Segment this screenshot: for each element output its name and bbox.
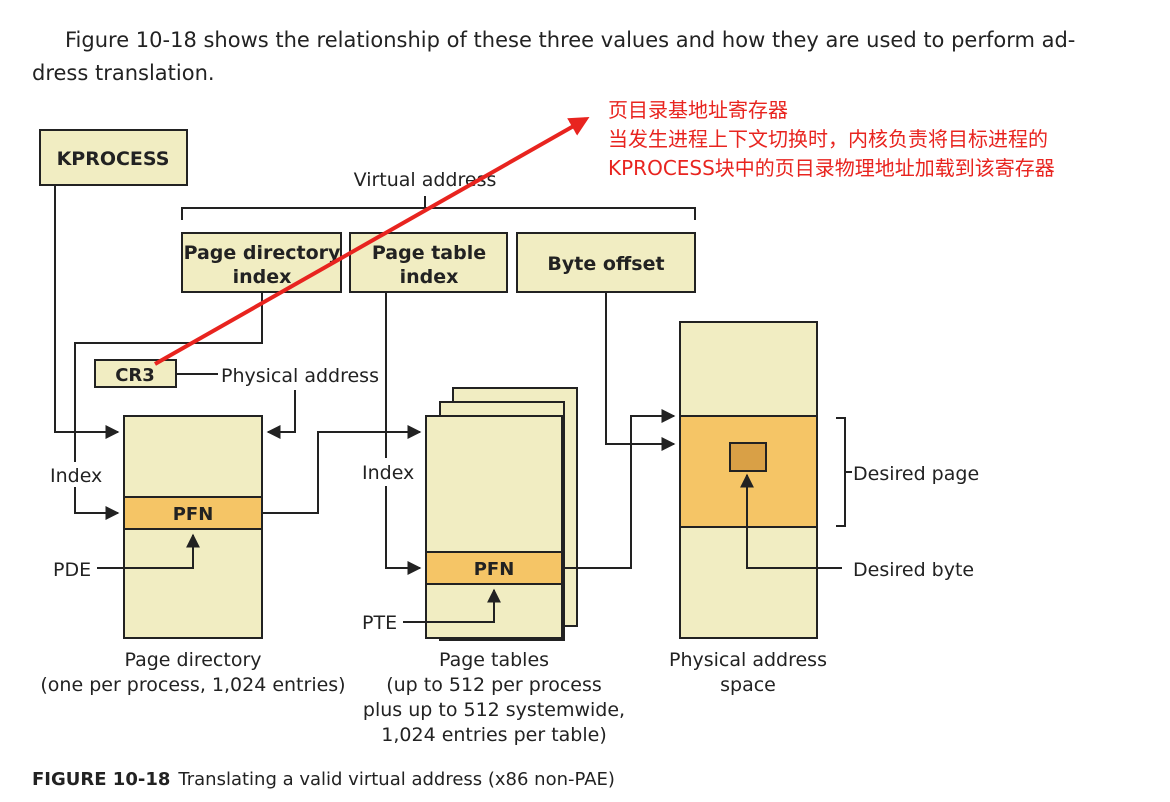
body-paragraph: Figure 10-18 shows the relationship of t…: [32, 24, 1142, 90]
pfn-table-label: PFN: [474, 559, 515, 580]
table-index-arrow: [385, 486, 422, 575]
page-directory-caption-2: (one per process, 1,024 entries): [40, 674, 345, 696]
physical-space-caption-1: Physical address: [669, 649, 827, 671]
physical-address-label: Physical address: [221, 365, 379, 387]
page-directory-index-line-1: Page directory: [184, 242, 341, 264]
figure-caption-label: FIGURE 10-18: [32, 769, 171, 790]
page-directory-caption-1: Page directory: [124, 649, 261, 671]
annotation-line-2: 当发生进程上下文切换时，内核负责将目标进程的: [608, 127, 1048, 151]
pde-label: PDE: [53, 559, 91, 581]
figure-caption: FIGURE 10-18 Translating a valid virtual …: [32, 769, 615, 790]
kprocess-arrow: [54, 185, 120, 439]
index-left-label: Index: [50, 465, 102, 487]
pfn-directory-label: PFN: [173, 504, 214, 525]
cr3-box: [94, 359, 177, 388]
desired-byte-cell: [729, 442, 767, 472]
annotation-line-1: 页目录基地址寄存器: [608, 98, 788, 122]
annotation-line-3: KPROCESS块中的页目录物理地址加载到该寄存器: [608, 156, 1055, 180]
physical-space-caption-2: space: [720, 674, 776, 696]
paragraph-line-2: dress translation.: [32, 61, 215, 85]
byte-offset-box: [516, 232, 696, 293]
desired-page-bracket: [836, 417, 852, 527]
byte-offset-arrow: [605, 292, 676, 451]
paragraph-line-1: Figure 10-18 shows the relationship of t…: [65, 28, 1076, 52]
desired-byte-pointer: [740, 473, 842, 569]
page-tables-caption-1: Page tables: [439, 649, 549, 671]
index-mid-label: Index: [362, 462, 414, 484]
cr3-annotation: 页目录基地址寄存器 当发生进程上下文切换时，内核负责将目标进程的 KPROCES…: [608, 96, 1055, 183]
virtual-address-bracket: [181, 196, 696, 220]
page-table-index-line-1: Page table: [372, 242, 486, 264]
desired-page-label: Desired page: [853, 463, 979, 485]
pte-label: PTE: [362, 612, 397, 634]
pde-pointer: [97, 533, 200, 569]
kprocess-label: KPROCESS: [57, 148, 170, 170]
directory-index-arrow: [74, 487, 120, 520]
annotation-arrow: [154, 117, 590, 366]
page-table-index-line-2: index: [400, 266, 459, 288]
cr3-label: CR3: [115, 365, 155, 386]
cr3-physical-arrow: [266, 390, 296, 439]
page-directory-index-box: [181, 232, 342, 293]
pte-to-physical-page-arrow: [562, 409, 676, 569]
directory-index-line: [74, 292, 263, 462]
page-table-index-box: [349, 232, 508, 293]
pte-pointer: [403, 588, 501, 623]
page-tables-caption-2: (up to 512 per process: [386, 674, 602, 696]
virtual-address-label: Virtual address: [354, 169, 497, 191]
kprocess-box: [39, 129, 188, 186]
figure-caption-text: Translating a valid virtual address (x86…: [178, 769, 615, 790]
desired-byte-label: Desired byte: [853, 559, 974, 581]
byte-offset-label: Byte offset: [547, 253, 664, 275]
pde-to-page-table-arrow: [262, 425, 422, 514]
page-directory-index-line-2: index: [233, 266, 292, 288]
page-tables-caption-4: 1,024 entries per table): [381, 724, 606, 746]
page-tables-caption-3: plus up to 512 systemwide,: [363, 699, 625, 721]
